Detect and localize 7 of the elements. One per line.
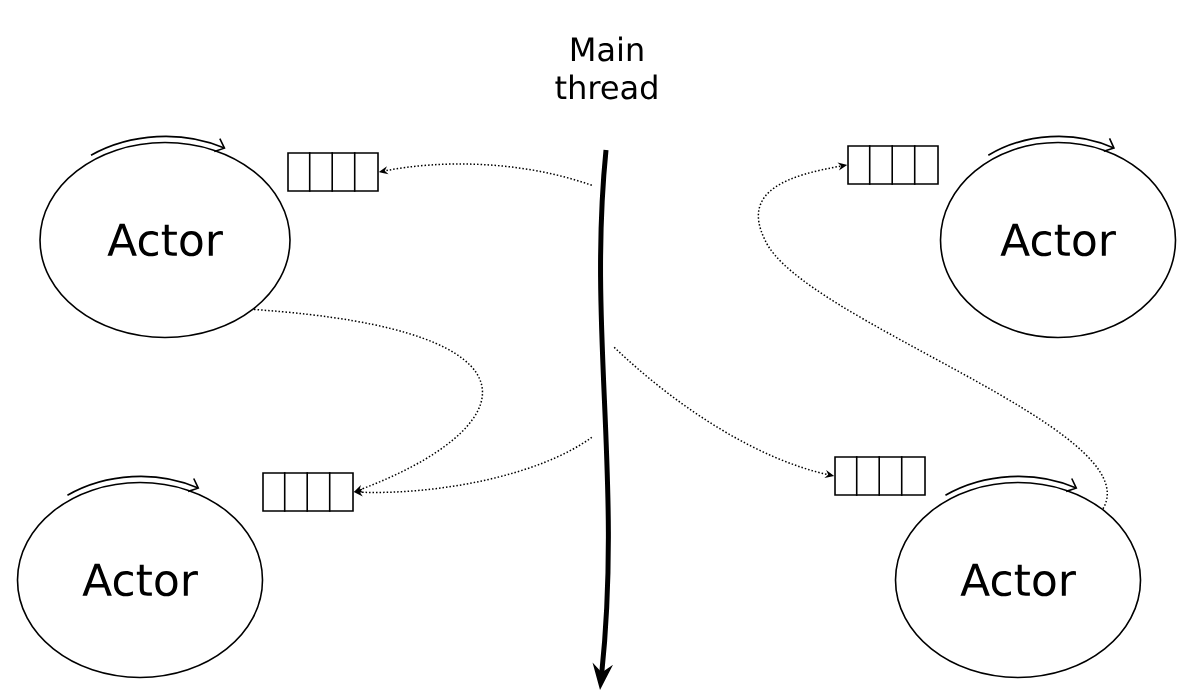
queue-box: [287, 151, 379, 193]
queue-box: [262, 471, 354, 513]
node-label: Main thread: [555, 36, 657, 100]
arrow: [253, 308, 483, 493]
queue-box: [834, 455, 926, 497]
queue-box: [847, 144, 939, 186]
arrow: [757, 162, 1108, 510]
